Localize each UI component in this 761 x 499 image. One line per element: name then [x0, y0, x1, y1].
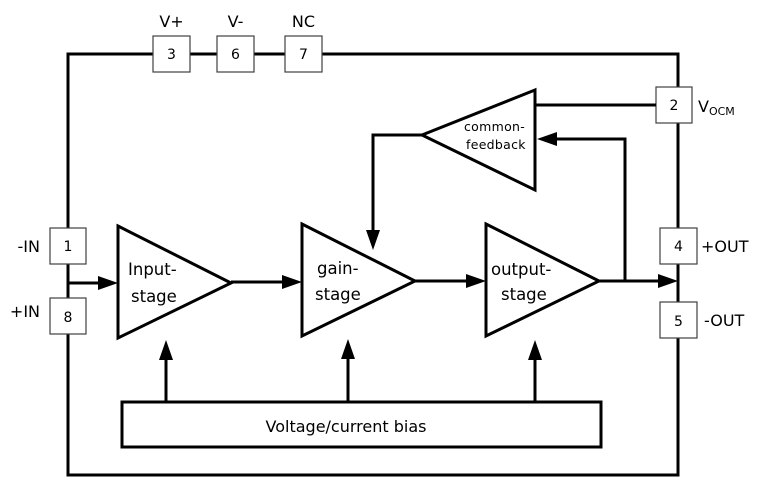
- gain-stage-triangle: [300, 221, 419, 339]
- pin-label: +IN: [10, 302, 40, 321]
- pin-box: [659, 301, 698, 339]
- input-stage-amplifier: Input- stage: [116, 223, 235, 341]
- pin-label: NC: [292, 12, 315, 31]
- common-feedback-triangle: [418, 87, 537, 193]
- pin-label: V+: [159, 12, 183, 31]
- gain-stage-label-1: gain-: [317, 259, 359, 278]
- pin-label: -OUT: [704, 311, 745, 330]
- bias-label: Voltage/current bias: [266, 417, 427, 436]
- pin-1-in-minus: 1 -IN: [18, 227, 87, 265]
- pin-box: [152, 35, 191, 73]
- arrowhead-gain-stage-in: [282, 275, 302, 289]
- pin-number: 7: [299, 47, 308, 63]
- pin-number: 6: [231, 47, 240, 63]
- input-stage-label-1: Input-: [128, 260, 177, 279]
- pin-label-main: V: [698, 97, 709, 116]
- arrowhead-bias-output-stage: [528, 340, 542, 360]
- output-stage-amplifier: output- stage: [484, 221, 603, 339]
- pin-box: [284, 35, 323, 73]
- pin-8-in-plus: 8 +IN: [10, 297, 87, 335]
- arrowhead-output-pins: [658, 274, 678, 288]
- pin-7-nc: 7 NC: [284, 12, 323, 73]
- gain-stage-label-2: stage: [315, 285, 361, 304]
- pin-label-sub: OCM: [709, 105, 735, 118]
- arrowhead-bias-input-stage: [159, 340, 173, 360]
- arrowhead-output-stage-in: [466, 274, 486, 288]
- arrowhead-input-stage-in: [98, 276, 118, 290]
- bias-box: [120, 400, 603, 449]
- pin-box: [49, 297, 87, 335]
- output-stage-label-2: stage: [501, 285, 547, 304]
- common-feedback-label-2: feedback: [466, 137, 526, 152]
- pin-4-out-plus: 4 +OUT: [659, 227, 749, 265]
- input-stage-label-2: stage: [131, 287, 177, 306]
- pin-number: 8: [64, 310, 73, 326]
- pin-number: 1: [64, 239, 73, 255]
- output-stage-triangle: [484, 221, 603, 339]
- wire-output-to-common-feedback: [555, 137, 627, 281]
- pin-6-v-minus: 6 V-: [216, 12, 255, 73]
- arrowhead-common-feedback-in: [537, 132, 557, 146]
- output-stage-label-1: output-: [491, 260, 551, 279]
- pin-label: V-: [228, 12, 244, 31]
- common-feedback-label-1: common-: [464, 119, 525, 134]
- arrowhead-bias-gain-stage: [341, 339, 355, 359]
- gain-stage-amplifier: gain- stage: [300, 221, 419, 339]
- pin-5-out-minus: 5 -OUT: [659, 301, 745, 339]
- pin-number: 4: [674, 239, 683, 255]
- pin-label: +OUT: [701, 237, 749, 256]
- pin-3-v-plus: 3 V+: [152, 12, 191, 73]
- pin-box: [49, 227, 87, 265]
- pin-label: VOCM: [698, 97, 735, 118]
- pin-number: 3: [167, 47, 176, 63]
- wire-common-feedback-to-gain: [371, 133, 422, 232]
- pin-box: [216, 35, 255, 73]
- pin-number: 2: [670, 98, 679, 114]
- input-stage-triangle: [116, 223, 235, 341]
- common-feedback-amplifier: common- feedback: [418, 87, 537, 193]
- arrowhead-gain-stage-feedback: [366, 230, 380, 250]
- pin-number: 5: [674, 314, 683, 330]
- pin-2-vocm: 2 VOCM: [655, 86, 735, 124]
- pin-box: [659, 227, 698, 265]
- pin-label: -IN: [18, 237, 40, 256]
- bias-block: Voltage/current bias: [120, 400, 603, 449]
